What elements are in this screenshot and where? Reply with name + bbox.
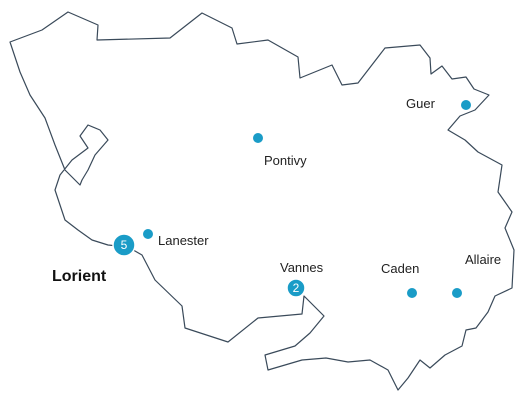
- marker-dot-icon: [407, 288, 417, 298]
- count-badge: [112, 233, 136, 257]
- place-label: Lorient: [52, 268, 107, 285]
- place-lorient[interactable]: 5 Lorient: [52, 233, 136, 285]
- count-badge: [286, 278, 306, 298]
- place-allaire[interactable]: Allaire: [452, 252, 501, 298]
- marker-dot-icon: [452, 288, 462, 298]
- place-guer[interactable]: Guer: [406, 96, 471, 111]
- place-label: Caden: [381, 261, 419, 276]
- count-badge-value: 5: [121, 238, 128, 252]
- place-caden[interactable]: Caden: [381, 261, 419, 298]
- place-vannes[interactable]: 2 Vannes: [280, 260, 324, 298]
- marker-dot-icon: [461, 100, 471, 110]
- place-label: Allaire: [465, 252, 501, 267]
- place-label: Guer: [406, 96, 436, 111]
- place-lanester[interactable]: Lanester: [143, 229, 209, 248]
- place-label: Lanester: [158, 233, 209, 248]
- place-label: Pontivy: [264, 153, 307, 168]
- region-outline: [9, 11, 515, 391]
- marker-dot-icon: [143, 229, 153, 239]
- place-label: Vannes: [280, 260, 324, 275]
- marker-dot-icon: [253, 133, 263, 143]
- count-badge-value: 2: [293, 281, 300, 295]
- place-pontivy[interactable]: Pontivy: [253, 133, 307, 168]
